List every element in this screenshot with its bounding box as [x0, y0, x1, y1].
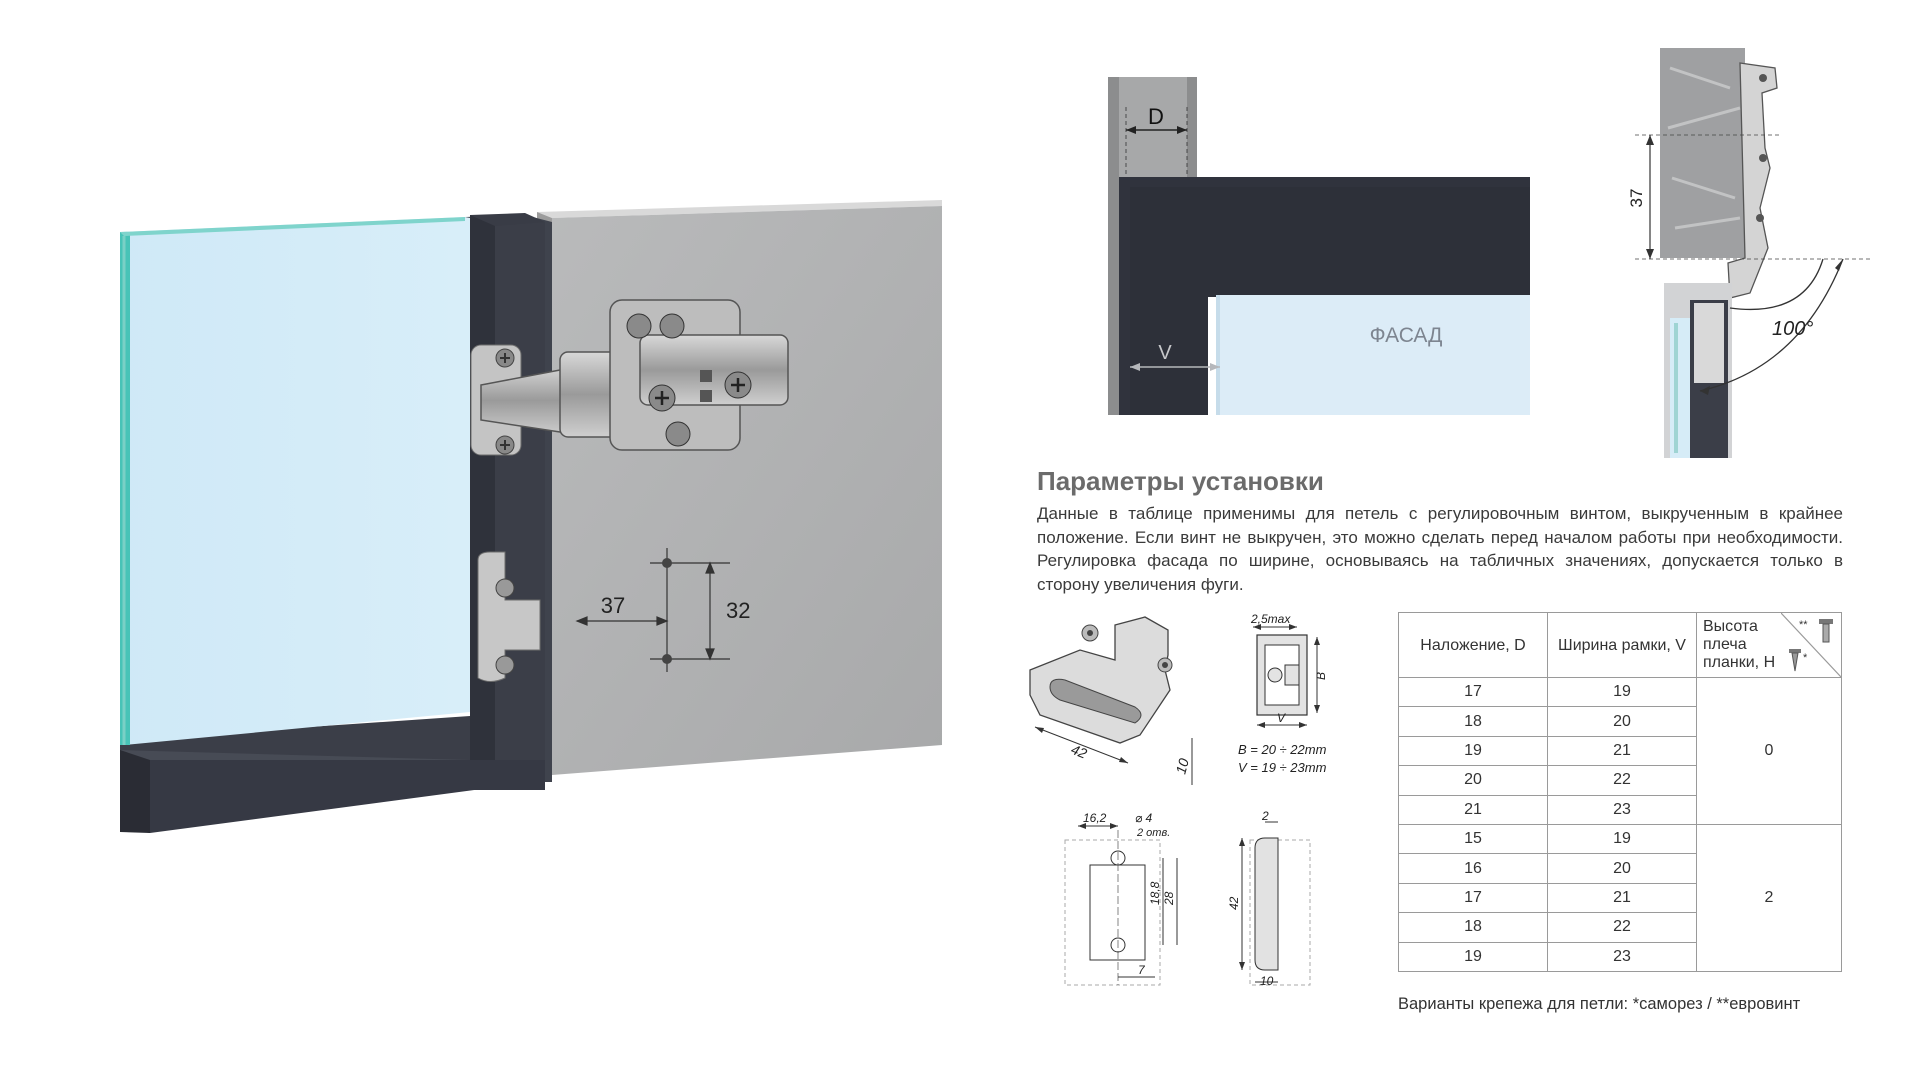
- parameters-title: Параметры установки: [1037, 466, 1324, 496]
- cell-frame-width: 19: [1547, 823, 1697, 855]
- table-row: 15 19 2: [1398, 823, 1842, 972]
- drilling-dimensions: [575, 548, 730, 672]
- cell-frame-width: 21: [1547, 735, 1697, 767]
- table-row: 16 20: [1398, 853, 1842, 884]
- mounting-clip: [477, 551, 541, 682]
- holes-drawing: 16,2 ⌀ 4 2 отв. 18,8 28 7: [1064, 811, 1178, 986]
- dim-37-vertical-label: 37: [1627, 189, 1646, 208]
- hinge-arm: [480, 299, 789, 451]
- holes-count-label: 2 отв.: [1136, 827, 1170, 839]
- cell-overlay: 18: [1398, 912, 1548, 943]
- table-row: 19 21: [1398, 735, 1842, 767]
- cell-frame-width: 20: [1547, 853, 1697, 884]
- fastener-note: Варианты крепежа для петли: *саморез / *…: [1398, 995, 1801, 1013]
- parameters-description: Данные в таблице применимы для петель с …: [1037, 504, 1843, 594]
- section-diagram: D V ФАСАД: [1108, 77, 1530, 415]
- table-row: 19 23: [1398, 941, 1842, 972]
- glass-panel: [120, 217, 470, 745]
- screw-icon: ** *: [1781, 613, 1841, 677]
- side-dim-2-label: 2: [1261, 810, 1269, 823]
- profile-range-v: V = 19 ÷ 23mm: [1238, 760, 1327, 775]
- cell-frame-width: 22: [1547, 765, 1697, 796]
- column-header-overlay: Наложение, D: [1398, 612, 1548, 678]
- self-tapping-marker: *: [1803, 652, 1808, 664]
- profile-dim-top-label: 2,5max: [1250, 612, 1291, 626]
- cell-overlay: 17: [1398, 882, 1548, 914]
- cell-overlay: 19: [1398, 941, 1548, 972]
- mounting-plate-drawing: 42 10: [1029, 616, 1193, 785]
- cell-frame-width: 20: [1547, 706, 1697, 737]
- cell-frame-width: 22: [1547, 912, 1697, 943]
- column-header-plate-height-label: Высота плеча планки, H: [1703, 618, 1776, 671]
- cell-frame-width: 21: [1547, 882, 1697, 914]
- opening-angle-diagram: 37 100°: [1627, 48, 1870, 458]
- cell-frame-width: 23: [1547, 941, 1697, 972]
- cell-overlay: 16: [1398, 853, 1548, 884]
- table-row: 17 19 0: [1398, 676, 1842, 825]
- holes-dim-diameter: ⌀ 4: [1135, 811, 1153, 825]
- frame-profile-drawing: 2,5max B V B = 20 ÷ 22mm V = 19 ÷ 23mm: [1238, 612, 1328, 775]
- dim-d-label: D: [1148, 104, 1164, 129]
- plate-dim-42-label: 42: [1069, 741, 1090, 762]
- profile-dim-b-label: B: [1314, 672, 1328, 680]
- cabinet-side-panel: [537, 200, 942, 775]
- plate-dim-10-label: 10: [1172, 756, 1192, 775]
- side-dim-10-label: 10: [1260, 974, 1274, 988]
- angle-label: 100°: [1772, 318, 1813, 340]
- holes-dim-7-label: 7: [1138, 963, 1146, 977]
- holes-dim-28-label: 28: [1162, 891, 1176, 906]
- dim-v-label: V: [1158, 342, 1172, 364]
- cell-overlay: 17: [1398, 676, 1548, 708]
- table-header-row: Наложение, D Ширина рамки, V Высота плеч…: [1398, 612, 1842, 678]
- column-header-frame-width: Ширина рамки, V: [1547, 612, 1697, 678]
- cell-frame-width: 23: [1547, 794, 1697, 825]
- side-drawing: 2 42 10: [1227, 810, 1311, 988]
- column-header-plate-height: Высота плеча планки, H ** *: [1696, 612, 1842, 678]
- cell-frame-width: 19: [1547, 676, 1697, 708]
- euro-screw-marker: **: [1799, 619, 1808, 631]
- profile-dim-v-label: V: [1277, 711, 1286, 725]
- cell-overlay: 18: [1398, 706, 1548, 737]
- installation-parameters-table: Наложение, D Ширина рамки, V Высота плеч…: [1398, 612, 1842, 972]
- cell-overlay: 19: [1398, 735, 1548, 767]
- cell-overlay: 20: [1398, 765, 1548, 796]
- dim-37-label: 37: [601, 593, 625, 618]
- table-row: 18 20: [1398, 706, 1842, 737]
- cell-plate-height: 2: [1696, 823, 1842, 972]
- facade-label: ФАСАД: [1370, 324, 1443, 347]
- cell-overlay: 15: [1398, 823, 1548, 855]
- table-row: 17 21: [1398, 882, 1842, 914]
- holes-dim-18-label: 18,8: [1148, 881, 1162, 905]
- holes-dim-16-label: 16,2: [1083, 811, 1107, 825]
- hinge-illustration: 37 32: [120, 200, 942, 833]
- profile-range-b: B = 20 ÷ 22mm: [1238, 742, 1327, 757]
- dim-32-label: 32: [726, 598, 750, 623]
- cell-plate-height: 0: [1696, 677, 1842, 825]
- side-dim-42-label: 42: [1227, 896, 1241, 910]
- cell-overlay: 21: [1398, 794, 1548, 825]
